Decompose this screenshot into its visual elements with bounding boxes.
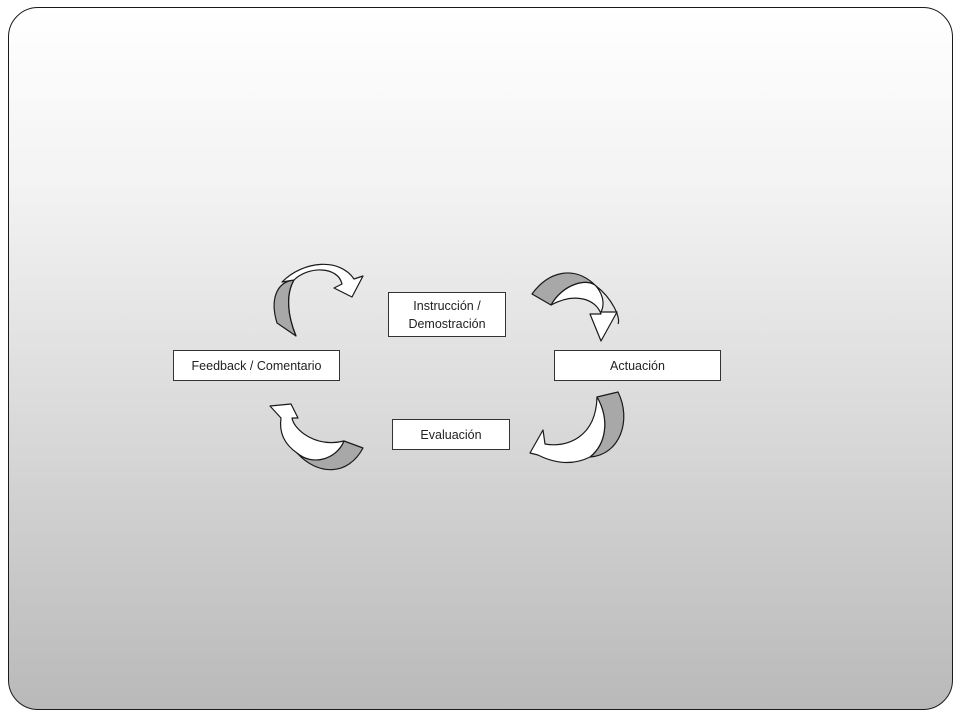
node-instruccion-demostracion: Instrucción / Demostración [388,292,506,337]
slide-background [8,7,953,710]
arrow-actuacion-to-evaluacion [529,391,625,464]
node-feedback-comentario: Feedback / Comentario [173,350,340,381]
arrow-feedback-to-instruccion [273,263,364,337]
node-actuacion: Actuación [554,350,721,381]
arrow-evaluacion-to-feedback [269,403,364,471]
node-evaluacion: Evaluación [392,419,510,450]
arrow-instruccion-to-actuacion [531,272,620,342]
